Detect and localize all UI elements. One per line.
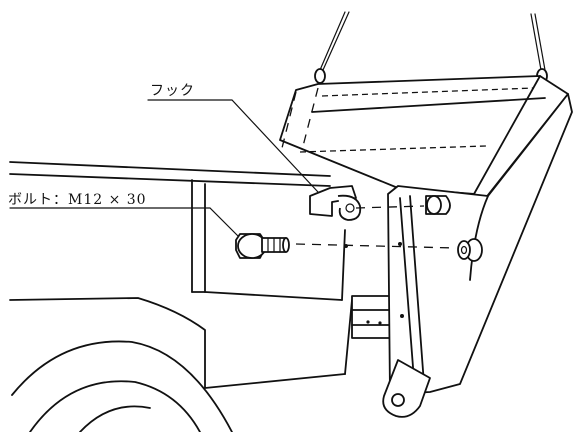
lifting-cables [314,11,548,84]
hook-label: フック [150,83,195,99]
hook [309,185,362,221]
tire [11,340,233,432]
cable-shackle-left [314,68,326,84]
leader-lines [9,99,319,237]
mounting-frame [351,295,393,339]
machine-body [9,161,353,389]
bolt [235,233,290,259]
blade-implement [279,75,573,418]
bolt-label: ボルト：M12 × 30 [8,192,147,208]
pin-bushing [457,238,483,262]
alignment-lines [295,205,457,249]
top-bracket-pin [425,195,451,215]
